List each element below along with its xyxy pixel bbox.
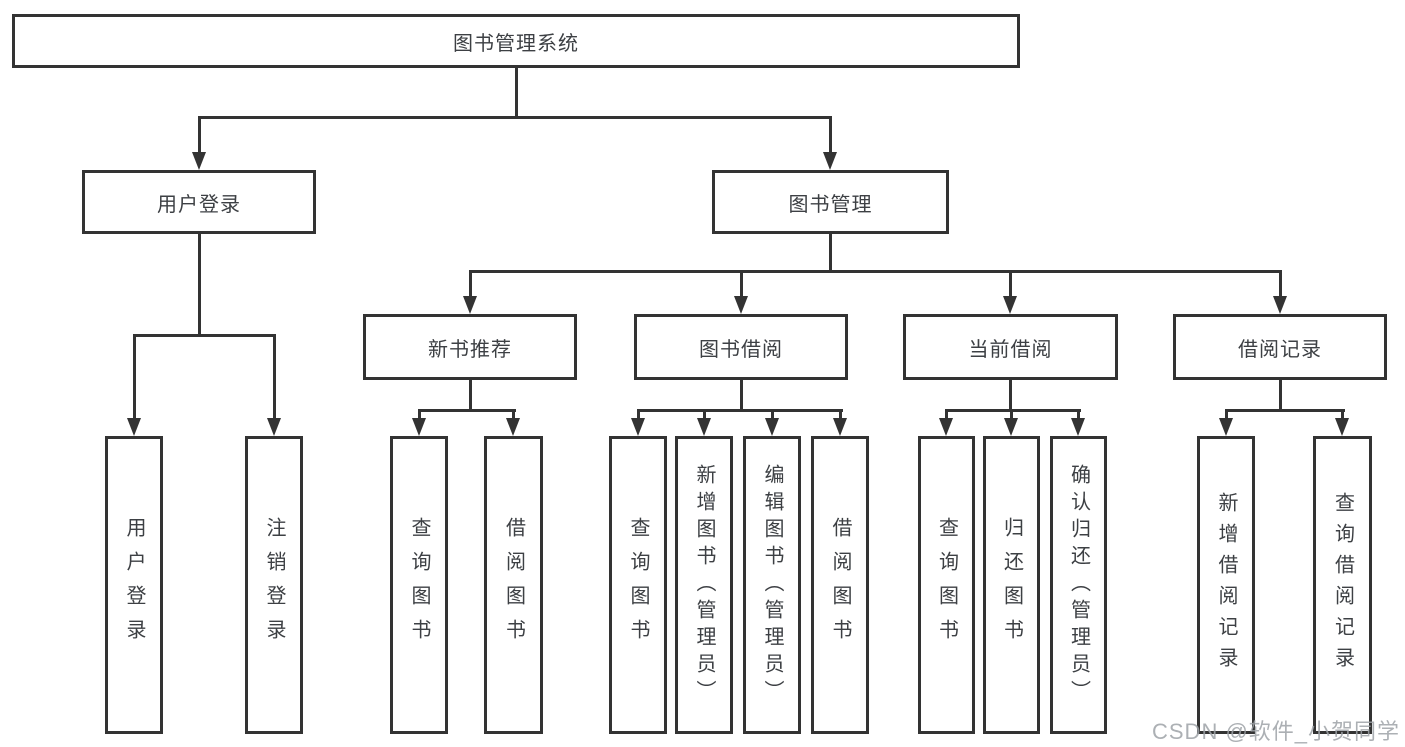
leaf-label: 新增图书（管理员） — [693, 463, 715, 707]
node-current-borrow: 当前借阅 — [903, 314, 1118, 380]
leaf-label: 新增借阅记录 — [1215, 492, 1237, 678]
arrow-down-icon — [823, 152, 837, 170]
leaf-query-books-current: 查询图书 — [918, 436, 975, 734]
connector-root-stem — [515, 68, 518, 118]
node-borrow-records: 借阅记录 — [1173, 314, 1387, 380]
node-user-login: 用户登录 — [82, 170, 316, 234]
connector-leaf — [637, 409, 640, 421]
leaf-label: 借阅图书 — [502, 517, 525, 653]
node-new-book-recommend: 新书推荐 — [363, 314, 577, 380]
leaf-borrow-books: 借阅图书 — [811, 436, 869, 734]
csdn-watermark: CSDN @软件_小贺同学 — [1152, 719, 1401, 744]
arrow-down-icon — [1273, 296, 1287, 314]
connector-borrow-stem — [740, 380, 743, 412]
leaf-query-books-borrow: 查询图书 — [609, 436, 667, 734]
arrow-down-icon — [1071, 418, 1085, 436]
leaf-return-books: 归还图书 — [983, 436, 1040, 734]
connector-to-book-borrow — [740, 270, 743, 297]
connector-login-stem — [198, 234, 201, 336]
connector-recommend-stem — [469, 380, 472, 412]
connector-leaf — [771, 409, 774, 421]
leaf-label: 归还图书 — [1000, 517, 1023, 653]
connector-leaf — [945, 409, 948, 421]
leaf-edit-books-admin: 编辑图书（管理员） — [743, 436, 801, 734]
connector-to-current-borrow — [1009, 270, 1012, 297]
arrow-down-icon — [127, 418, 141, 436]
leaf-label: 借阅图书 — [829, 517, 851, 653]
connector-leaf — [1341, 409, 1344, 421]
arrow-down-icon — [1003, 296, 1017, 314]
arrow-down-icon — [463, 296, 477, 314]
connector-to-borrow-records — [1279, 270, 1282, 297]
arrow-down-icon — [833, 418, 847, 436]
connector-leaf — [839, 409, 842, 421]
leaf-add-borrow-record: 新增借阅记录 — [1197, 436, 1255, 734]
leaf-query-borrow-record: 查询借阅记录 — [1313, 436, 1372, 734]
arrow-down-icon — [267, 418, 281, 436]
connector-leaf — [418, 409, 421, 421]
arrow-down-icon — [506, 418, 520, 436]
connector-management-rail — [469, 270, 1282, 273]
arrow-down-icon — [192, 152, 206, 170]
arrow-down-icon — [939, 418, 953, 436]
connector-root-rail — [198, 116, 832, 119]
arrow-down-icon — [765, 418, 779, 436]
connector-recommend-rail — [418, 409, 516, 412]
leaf-label: 查询图书 — [408, 517, 430, 653]
connector-management-stem — [829, 234, 832, 272]
arrow-down-icon — [412, 418, 426, 436]
leaf-query-books-recommend: 查询图书 — [390, 436, 448, 734]
leaf-label: 查询借阅记录 — [1331, 492, 1354, 678]
connector-borrow-rail — [637, 409, 843, 412]
leaf-label: 编辑图书（管理员） — [761, 463, 783, 707]
arrow-down-icon — [1004, 418, 1018, 436]
connector-leaf — [703, 409, 706, 421]
connector-to-new-book — [469, 270, 472, 297]
connector-leaf — [1077, 409, 1080, 421]
connector-to-leaf-logout — [273, 334, 276, 419]
connector-current-stem — [1009, 380, 1012, 412]
connector-to-book-management — [829, 116, 832, 153]
arrow-down-icon — [1335, 418, 1349, 436]
arrow-down-icon — [631, 418, 645, 436]
leaf-borrow-books-recommend: 借阅图书 — [484, 436, 543, 734]
leaf-add-books-admin: 新增图书（管理员） — [675, 436, 733, 734]
node-library-management-system: 图书管理系统 — [12, 14, 1020, 68]
leaf-label: 确认归还（管理员） — [1067, 463, 1090, 707]
connector-to-user-login — [198, 116, 201, 153]
node-book-management: 图书管理 — [712, 170, 949, 234]
arrow-down-icon — [734, 296, 748, 314]
arrow-down-icon — [697, 418, 711, 436]
leaf-label: 注销登录 — [263, 517, 285, 653]
connector-to-leaf-user-login — [133, 334, 136, 419]
connector-current-rail — [945, 409, 1081, 412]
leaf-logout: 注销登录 — [245, 436, 303, 734]
leaf-label: 查询图书 — [935, 517, 958, 653]
connector-records-stem — [1279, 380, 1282, 412]
arrow-down-icon — [1219, 418, 1233, 436]
leaf-confirm-return-admin: 确认归还（管理员） — [1050, 436, 1107, 734]
leaf-label: 查询图书 — [627, 517, 649, 653]
connector-leaf — [1225, 409, 1228, 421]
connector-login-rail — [133, 334, 276, 337]
connector-leaf — [1010, 409, 1013, 421]
connector-records-rail — [1225, 409, 1345, 412]
node-book-borrow: 图书借阅 — [634, 314, 848, 380]
leaf-label: 用户登录 — [123, 517, 145, 653]
connector-leaf — [512, 409, 515, 421]
leaf-user-login: 用户登录 — [105, 436, 163, 734]
